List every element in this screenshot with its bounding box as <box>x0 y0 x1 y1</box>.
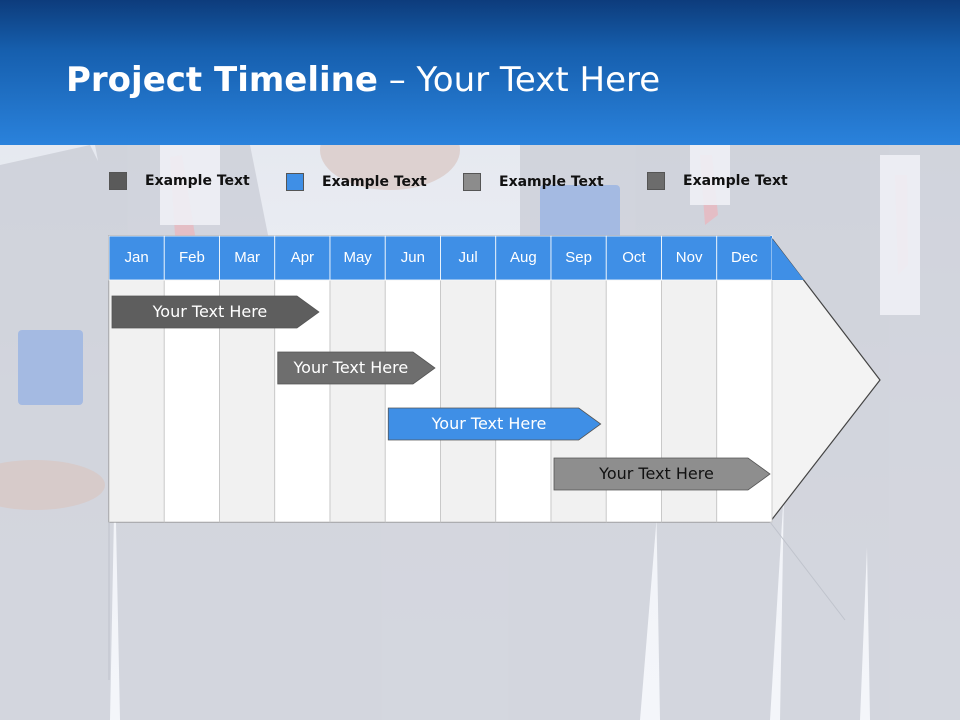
legend-label-2: Example Text <box>322 174 427 190</box>
task-label-3: Your Text Here <box>431 414 547 433</box>
month-label-feb: Feb <box>178 249 205 266</box>
month-label-oct: Oct <box>622 249 646 266</box>
month-header-cell-jan <box>108 235 165 281</box>
task-label-2: Your Text Here <box>293 358 409 377</box>
task-bars <box>111 295 771 491</box>
month-header-cell-feb <box>163 235 220 281</box>
reflection-line-right <box>769 521 846 621</box>
legend-swatch-2 <box>286 173 304 191</box>
month-label-jan: Jan <box>124 249 149 266</box>
month-header-cell-aug <box>495 235 552 281</box>
legend-swatch-3 <box>463 173 481 191</box>
month-label-mar: Mar <box>234 249 261 266</box>
month-label-may: May <box>343 249 372 266</box>
legend-item-3: Example Text <box>463 172 604 192</box>
legend-swatch-1 <box>109 172 127 190</box>
legend-label-1: Example Text <box>145 173 250 189</box>
month-label-apr: Apr <box>290 249 315 266</box>
month-label-jun: Jun <box>400 249 425 266</box>
month-label-nov: Nov <box>675 249 703 266</box>
month-header-cell-oct <box>605 235 662 281</box>
legend-swatch-4 <box>647 172 665 190</box>
month-header-cell-mar <box>219 235 276 281</box>
month-header <box>108 235 804 281</box>
month-header-cell-dec <box>716 235 773 281</box>
task-label-1: Your Text Here <box>152 302 268 321</box>
header-banner: Project Timeline – Your Text Here <box>0 0 960 145</box>
page-title: Project Timeline – Your Text Here <box>66 60 660 100</box>
title-rest: – Your Text Here <box>377 60 661 100</box>
month-column-jul <box>440 279 497 523</box>
legend-item-1: Example Text <box>109 171 250 191</box>
month-column-aug <box>495 279 552 523</box>
title-bold: Project Timeline <box>66 60 378 100</box>
legend-item-4: Example Text <box>647 171 788 191</box>
task-bar-2 <box>277 351 436 385</box>
month-header-tip <box>770 236 804 280</box>
month-column-may <box>329 279 386 523</box>
legend-label-4: Example Text <box>683 173 788 189</box>
month-column-jun <box>384 279 441 523</box>
month-label-sep: Sep <box>565 249 592 266</box>
legend-item-2: Example Text <box>286 172 427 192</box>
legend-label-3: Example Text <box>499 174 604 190</box>
month-header-cell-apr <box>274 235 331 281</box>
task-bar-3 <box>387 407 602 441</box>
month-label-jul: Jul <box>458 249 478 266</box>
month-label-aug: Aug <box>510 249 537 266</box>
month-header-cell-may <box>329 235 386 281</box>
task-bar-1 <box>111 295 320 329</box>
month-label-dec: Dec <box>731 249 758 266</box>
task-label-4: Your Text Here <box>599 464 714 483</box>
task-bar-4 <box>553 457 771 491</box>
